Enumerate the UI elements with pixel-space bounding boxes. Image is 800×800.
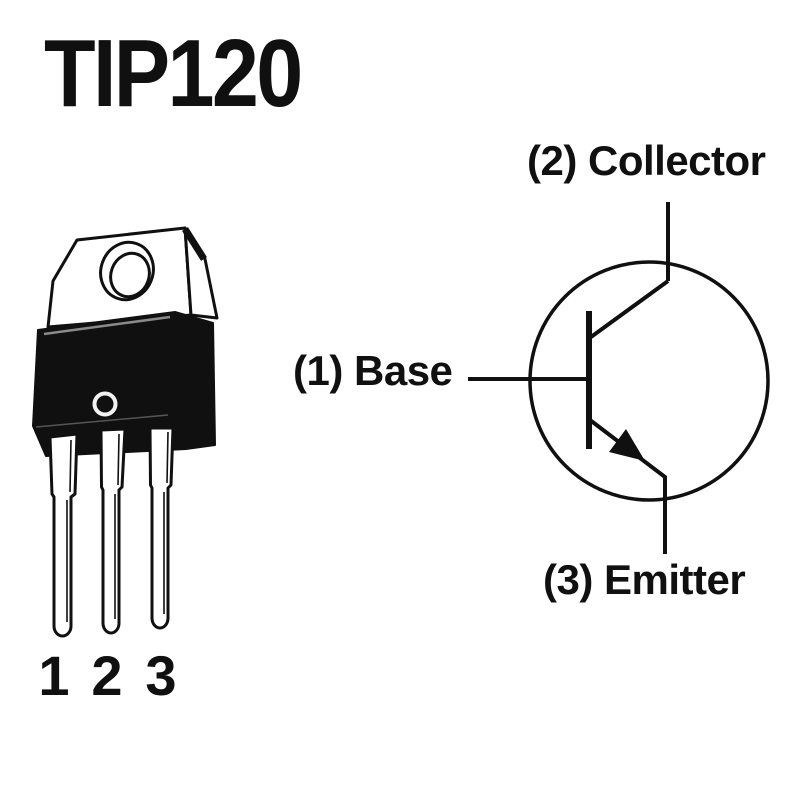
pin-number-2: 2: [91, 644, 123, 707]
body-bottom-ridge: [35, 414, 169, 428]
collector-diagonal: [589, 279, 670, 339]
leg-2: [99, 427, 127, 635]
emitter-label: (3) Emitter: [543, 556, 746, 603]
pin-number-3: 3: [145, 644, 177, 707]
base-label: (1) Base: [293, 347, 453, 394]
leg-2-detail: [114, 433, 120, 619]
leg-1: [48, 432, 79, 638]
page-title: TIP120: [44, 20, 303, 127]
pin-number-1: 1: [38, 644, 70, 707]
index-dimple: [92, 391, 118, 417]
leg-3: [148, 426, 175, 630]
collector-label: (2) Collector: [527, 137, 766, 184]
schematic-drawing: [468, 202, 770, 554]
metal-tab: [46, 226, 219, 329]
mounting-hole-inner: [109, 251, 151, 299]
package-legs: [48, 426, 175, 638]
body-top-highlight: [43, 315, 171, 336]
leg-3-detail: [163, 431, 169, 614]
emitter-arrow-icon: [609, 429, 645, 461]
plastic-body: [32, 311, 216, 457]
package-drawing: [32, 226, 219, 638]
emitter-diagonal: [588, 418, 667, 554]
tab-corner-edge: [182, 227, 207, 261]
leg-1-detail: [66, 439, 72, 622]
